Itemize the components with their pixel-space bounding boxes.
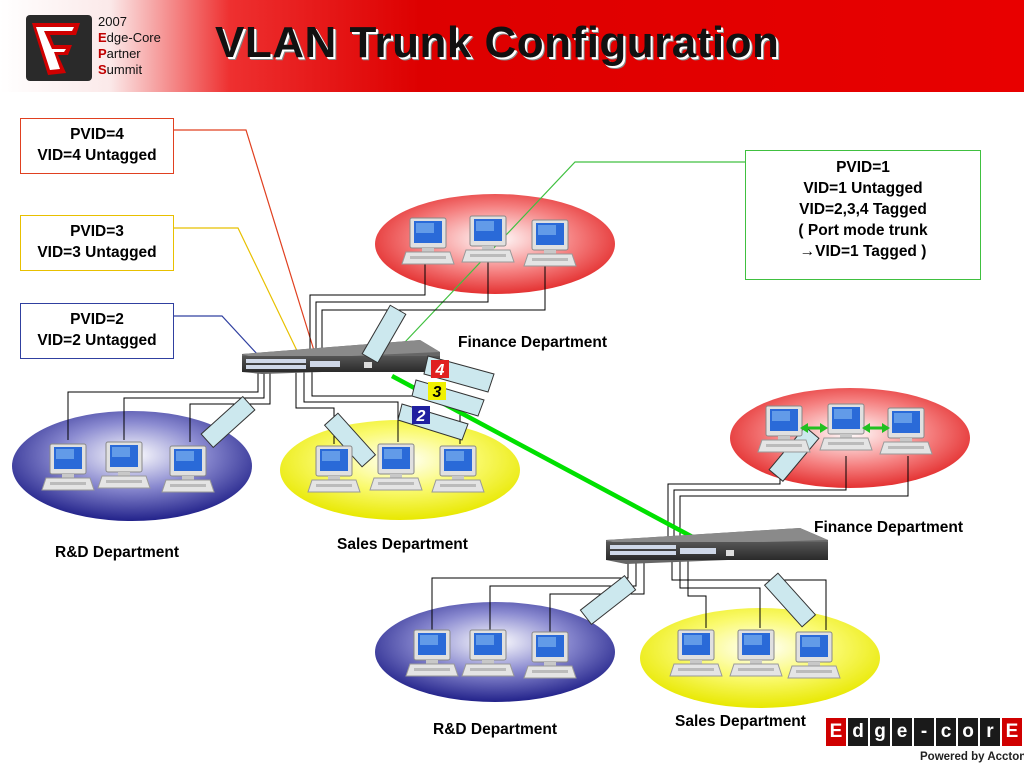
summit-edge-core: dge-Core xyxy=(106,30,161,45)
wordmark-letter: - xyxy=(914,718,934,746)
vlan4-callout: PVID=4 VID=4 Untagged xyxy=(20,118,174,174)
sales-mid-computers xyxy=(307,443,485,493)
wordmark-letter: r xyxy=(980,718,1000,746)
finance-right-label: Finance Department xyxy=(814,519,964,536)
summit-cap-e: E xyxy=(98,30,107,45)
sales-bottom-computers xyxy=(669,629,841,679)
sales-mid-label: Sales Department xyxy=(337,536,468,553)
wordmark-letter: E xyxy=(1002,718,1022,746)
vlan3-callout: PVID=3 VID=3 Untagged xyxy=(20,215,174,271)
vlan2-pointer xyxy=(174,315,259,356)
vlan2-callout: PVID=2 VID=2 Untagged xyxy=(20,303,174,359)
edge-core-logo xyxy=(26,15,92,81)
packet-icons xyxy=(200,304,820,628)
cables-upper xyxy=(67,262,546,444)
trunk-untagged: VID=1 Untagged xyxy=(803,180,923,197)
trunk-mode-tagged: →VID=1 Tagged ) xyxy=(799,243,927,260)
svg-text:4: 4 xyxy=(435,362,445,379)
finance-top-label: Finance Department xyxy=(458,334,608,351)
trunk-pvid: PVID=1 xyxy=(836,159,890,176)
summit-text: 2007 Edge-Core Partner Summit xyxy=(98,14,161,78)
wordmark-letter: E xyxy=(826,718,846,746)
summit-cap-p: P xyxy=(98,46,107,61)
finance-top-computers xyxy=(401,215,577,267)
wordmark-letter: o xyxy=(958,718,978,746)
finance-right-computers xyxy=(757,403,933,455)
rnd-bottom-computers xyxy=(405,629,577,679)
summit-partner: artner xyxy=(106,46,141,61)
rnd-left-label: R&D Department xyxy=(55,544,180,561)
rnd-left-computers xyxy=(41,441,215,493)
wordmark-letter: c xyxy=(936,718,956,746)
vlan4-pointer xyxy=(174,129,317,358)
wordmark-letter: d xyxy=(848,718,868,746)
peer-arrows xyxy=(800,423,890,433)
header-banner: 2007 Edge-Core Partner Summit VLAN Trunk… xyxy=(0,0,1024,92)
vlan4-vid: VID=4 Untagged xyxy=(37,147,157,164)
vlan3-pvid: PVID=3 xyxy=(70,223,124,240)
wordmark-letter: e xyxy=(892,718,912,746)
vlan-tag-4: 4 xyxy=(431,360,449,379)
wordmark-letter: g xyxy=(870,718,890,746)
svg-text:2: 2 xyxy=(416,408,426,425)
vlan-tag-3: 3 xyxy=(428,382,446,401)
trunk-callout: PVID=1 VID=1 Untagged VID=2,3,4 Tagged (… xyxy=(745,150,981,280)
edge-core-wordmark: E d g e - c o r E xyxy=(826,718,1022,748)
trunk-mode: ( Port mode trunk xyxy=(798,222,928,239)
vlan3-pointer xyxy=(174,227,301,358)
trunk-tagged: VID=2,3,4 Tagged xyxy=(799,201,927,218)
vlan4-pvid: PVID=4 xyxy=(70,126,124,143)
page-title: VLAN Trunk Configuration xyxy=(215,18,780,67)
trunk-pointer xyxy=(404,161,745,343)
powered-by-text: Powered by Accton xyxy=(920,751,1024,763)
rnd-bottom-label: R&D Department xyxy=(433,721,558,738)
vlan3-vid: VID=3 Untagged xyxy=(37,244,157,261)
cables-lower xyxy=(431,456,909,632)
vlan-tag-2: 2 xyxy=(412,406,430,425)
summit-cap-s: S xyxy=(98,62,107,77)
lower-switch xyxy=(606,528,828,564)
summit-summit: ummit xyxy=(106,62,143,77)
sales-bottom-label: Sales Department xyxy=(675,713,806,730)
vlan2-vid: VID=2 Untagged xyxy=(37,332,157,349)
vlan2-pvid: PVID=2 xyxy=(70,311,124,328)
svg-text:3: 3 xyxy=(433,384,442,401)
summit-year: 2007 xyxy=(98,14,127,29)
upper-switch xyxy=(242,340,440,374)
